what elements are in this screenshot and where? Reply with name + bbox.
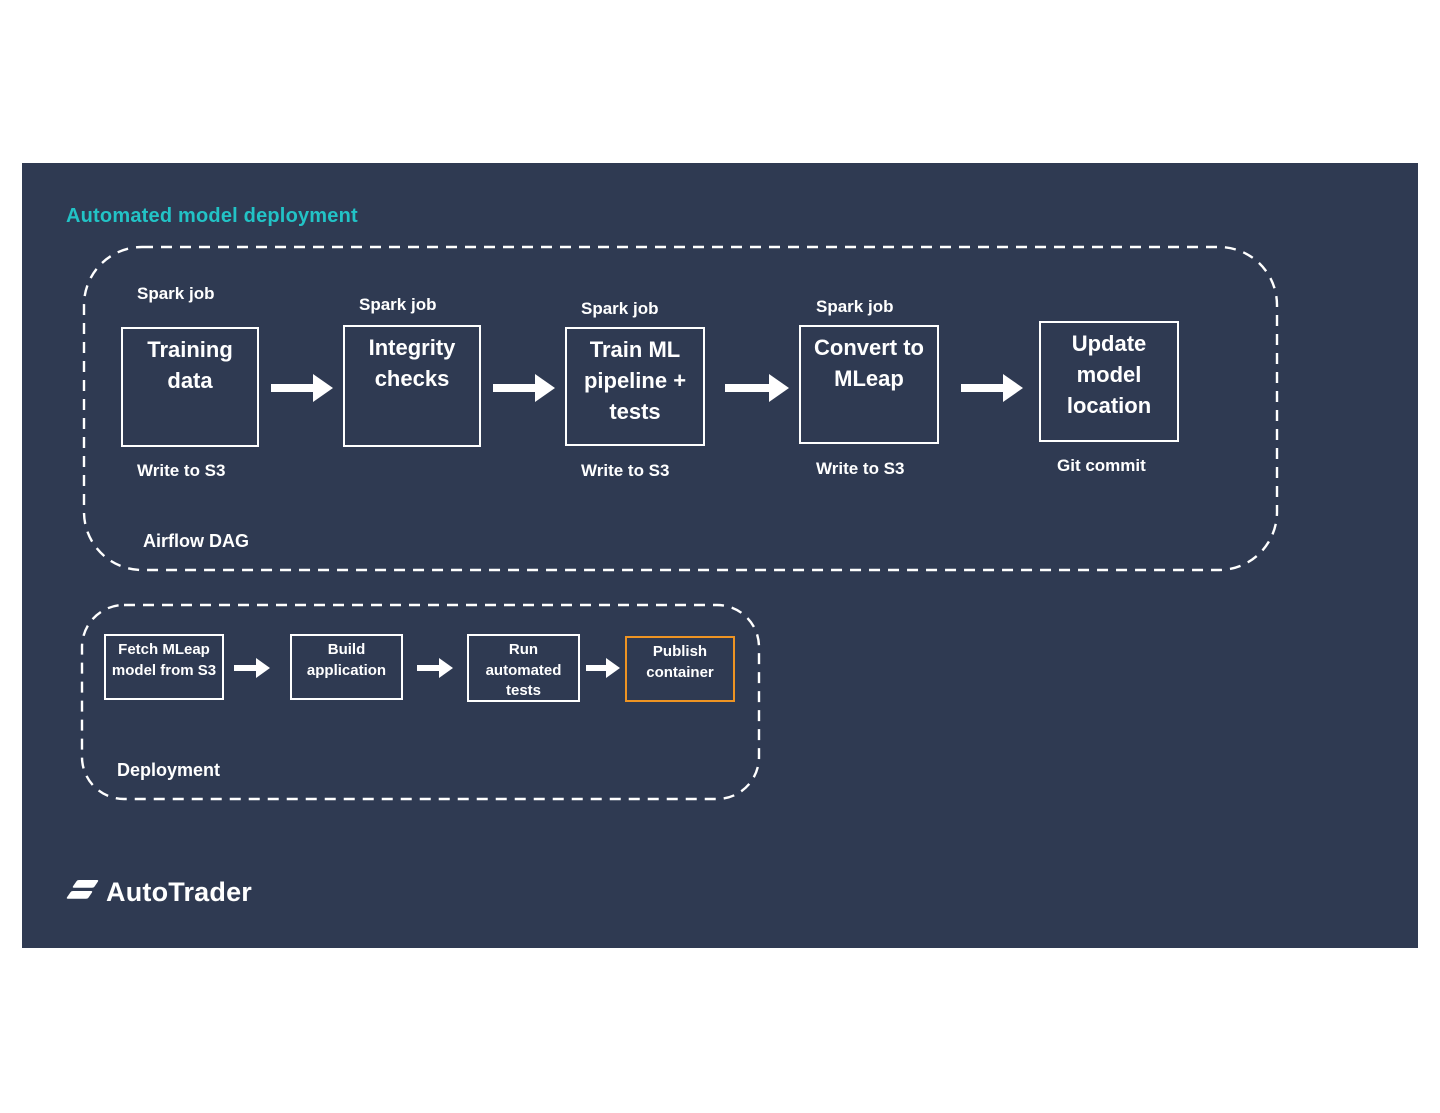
pipeline-step-box: Convert to MLeap: [799, 325, 939, 444]
step-title: Update model location: [1066, 331, 1152, 419]
slide-background: Automated model deployment Spark job Spa…: [22, 163, 1418, 948]
pipeline-step-box: Training data: [121, 327, 259, 447]
deployment-container: [80, 603, 761, 801]
step-title: Convert to MLeap: [814, 335, 924, 392]
step-title: Run automated tests: [485, 641, 562, 700]
airflow-dag-container: [82, 245, 1279, 572]
step-title: Publish container: [646, 643, 714, 681]
arrow-right-icon: [417, 658, 453, 678]
git-commit-label: Git commit: [1057, 456, 1146, 475]
deployment-step-box: Build application: [290, 634, 403, 700]
step-title: Integrity checks: [368, 335, 456, 392]
pipeline-step-box: Update model location: [1039, 321, 1179, 442]
arrow-right-icon: [961, 374, 1023, 402]
step-title: Train ML pipeline + tests: [583, 337, 687, 425]
autotrader-logo: AutoTrader: [66, 877, 252, 908]
spark-job-label: Spark job: [816, 297, 894, 316]
step-title: Build application: [306, 641, 387, 679]
write-to-s3-label: Write to S3: [581, 461, 670, 480]
diagram-title: Automated model deployment: [66, 205, 358, 227]
deployment-label: Deployment: [117, 760, 221, 780]
step-title: Training data: [147, 337, 233, 394]
arrow-right-icon: [234, 658, 270, 678]
autotrader-logo-icon: [66, 878, 100, 907]
write-to-s3-label: Write to S3: [816, 459, 905, 478]
deployment-step-box: Run automated tests: [467, 634, 580, 702]
arrow-right-icon: [493, 374, 555, 402]
arrow-right-icon: [586, 658, 620, 678]
arrow-right-icon: [271, 374, 333, 402]
spark-job-label: Spark job: [581, 299, 659, 318]
spark-job-label: Spark job: [359, 295, 437, 314]
pipeline-step-box: Integrity checks: [343, 325, 481, 447]
airflow-dag-label: Airflow DAG: [143, 531, 249, 551]
step-title: Fetch MLeap model from S3: [111, 641, 217, 679]
autotrader-logo-text: AutoTrader: [106, 877, 253, 907]
spark-job-label: Spark job: [137, 284, 215, 303]
arrow-right-icon: [725, 374, 789, 402]
publish-container-box: Publish container: [625, 636, 735, 702]
write-to-s3-label: Write to S3: [137, 461, 226, 480]
deployment-step-box: Fetch MLeap model from S3: [104, 634, 224, 700]
pipeline-step-box: Train ML pipeline + tests: [565, 327, 705, 446]
